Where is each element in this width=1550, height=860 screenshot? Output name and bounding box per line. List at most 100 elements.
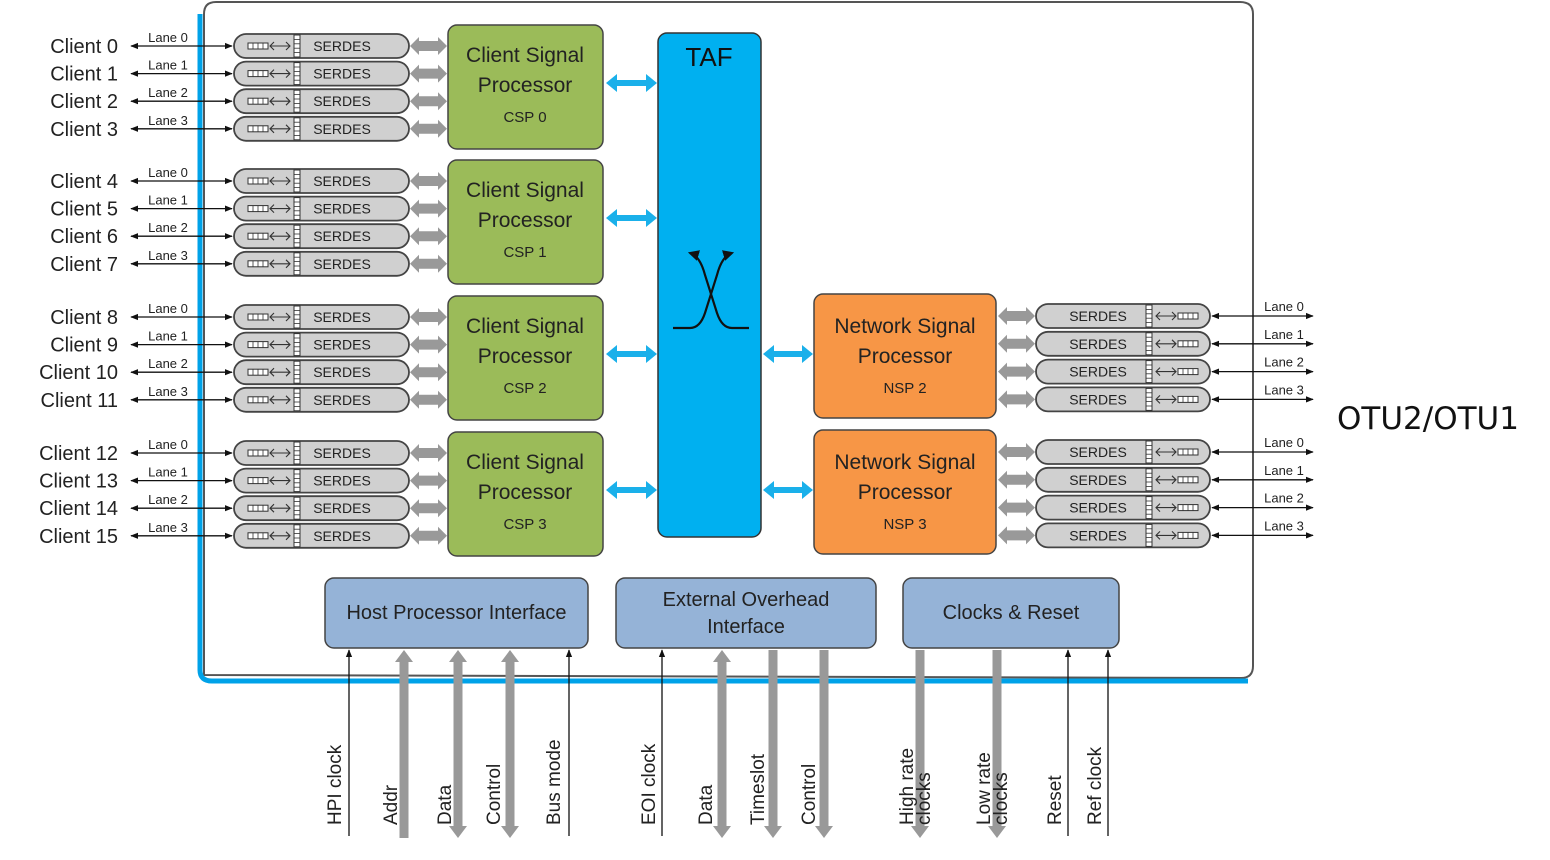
serdes-label: SERDES <box>313 256 371 272</box>
serdes-block[interactable]: SERDES <box>1035 466 1211 493</box>
serdes-block[interactable]: SERDES <box>233 359 410 386</box>
nsp-title: Processor <box>858 481 953 504</box>
lane-label: Lane 2 <box>1264 355 1304 370</box>
serdes-block[interactable]: SERDES <box>1035 439 1211 465</box>
serdes-block[interactable]: SERDES <box>1035 303 1211 329</box>
serdes-label: SERDES <box>313 201 371 217</box>
serdes-body <box>1035 358 1211 385</box>
client-label: Client 4 <box>50 171 118 193</box>
client-label: Client 0 <box>50 36 118 58</box>
lane-label: Lane 2 <box>148 85 188 100</box>
lane-label: Lane 1 <box>148 193 188 208</box>
serdes-icon <box>247 496 301 520</box>
interface-signal: Bus mode <box>544 649 573 836</box>
serdes-block[interactable]: SERDES <box>233 250 410 277</box>
serdes-to-csp-arrow <box>410 499 447 518</box>
serdes-icon <box>1145 496 1199 520</box>
nsp-to-serdes-arrow <box>998 307 1035 325</box>
serdes-block[interactable]: SERDES <box>233 168 410 194</box>
serdes-to-csp-arrow <box>410 64 447 83</box>
interface-signal: Data <box>435 650 467 838</box>
taf-to-nsp-arrow <box>763 345 813 363</box>
client-label: Client 11 <box>41 390 118 412</box>
serdes-block[interactable]: SERDES <box>233 88 410 115</box>
interface-signal: Reset <box>1045 649 1072 836</box>
nsp-to-serdes-arrow <box>998 470 1035 489</box>
nsp-id: NSP 2 <box>883 380 926 397</box>
bus-arrow <box>911 650 929 838</box>
serdes-block[interactable]: SERDES <box>1035 522 1211 549</box>
serdes-to-csp-arrow <box>410 471 447 490</box>
serdes-body <box>233 223 410 250</box>
serdes-block[interactable]: SERDES <box>233 60 410 87</box>
interface-signal: Ref clock <box>1085 649 1112 836</box>
serdes-icon <box>247 169 301 193</box>
serdes-block[interactable]: SERDES <box>233 440 410 466</box>
lane-label: Lane 3 <box>1264 382 1304 397</box>
serdes-block[interactable]: SERDES <box>233 467 410 494</box>
csp-to-taf-arrow <box>606 345 657 363</box>
serdes-icon <box>247 34 301 58</box>
serdes-block[interactable]: SERDES <box>233 495 410 522</box>
serdes-block[interactable]: SERDES <box>233 115 410 142</box>
interface-signal: HPI clock <box>325 649 353 836</box>
interface-signal: Data <box>696 650 731 838</box>
serdes-block[interactable]: SERDES <box>233 522 410 549</box>
serdes-icon <box>1145 332 1199 356</box>
signal-label: High rate <box>897 748 918 825</box>
serdes-body <box>233 467 410 494</box>
client-label: Client 5 <box>50 199 118 221</box>
serdes-block[interactable]: SERDES <box>1035 494 1211 521</box>
bus-arrow <box>449 650 467 838</box>
serdes-to-csp-arrow <box>410 199 447 218</box>
serdes-block[interactable]: SERDES <box>233 33 410 59</box>
serdes-icon <box>247 441 301 465</box>
serdes-block[interactable]: SERDES <box>233 304 410 330</box>
serdes-block[interactable]: SERDES <box>1035 330 1211 357</box>
csp-title: Processor <box>478 481 573 504</box>
serdes-label: SERDES <box>313 228 371 244</box>
interface-box <box>615 577 877 649</box>
serdes-block[interactable]: SERDES <box>233 195 410 222</box>
serdes-label: SERDES <box>313 66 371 82</box>
signal-label: Ref clock <box>1085 746 1106 825</box>
lane-label: Lane 3 <box>1264 518 1304 533</box>
serdes-to-csp-arrow <box>410 119 447 138</box>
serdes-block[interactable]: SERDES <box>233 386 410 413</box>
interface-block[interactable]: Host Processor Interface <box>324 577 589 649</box>
lane-label: Lane 0 <box>1264 299 1304 314</box>
csp-title: Processor <box>478 74 573 97</box>
serdes-to-csp-arrow <box>410 308 447 326</box>
csp-title: Client Signal <box>466 315 584 338</box>
serdes-block[interactable]: SERDES <box>233 223 410 250</box>
serdes-icon <box>247 388 301 412</box>
serdes-to-csp-arrow <box>410 363 447 382</box>
csp-box <box>447 24 604 150</box>
serdes-icon <box>247 252 301 276</box>
serdes-block[interactable]: SERDES <box>1035 386 1211 413</box>
csp-box <box>447 295 604 421</box>
signal-label: Reset <box>1045 775 1066 825</box>
serdes-label: SERDES <box>313 337 371 353</box>
interface-box <box>324 577 589 649</box>
interface-block[interactable]: Clocks & Reset <box>902 577 1120 649</box>
csp-id: CSP 0 <box>503 109 546 126</box>
client-label: Client 14 <box>39 498 118 520</box>
taf-block[interactable]: TAF <box>657 32 762 538</box>
serdes-block[interactable]: SERDES <box>233 331 410 358</box>
serdes-label: SERDES <box>1069 472 1127 488</box>
serdes-icon <box>247 524 301 548</box>
csp-title: Client Signal <box>466 451 584 474</box>
serdes-body <box>233 195 410 222</box>
serdes-block[interactable]: SERDES <box>1035 358 1211 385</box>
